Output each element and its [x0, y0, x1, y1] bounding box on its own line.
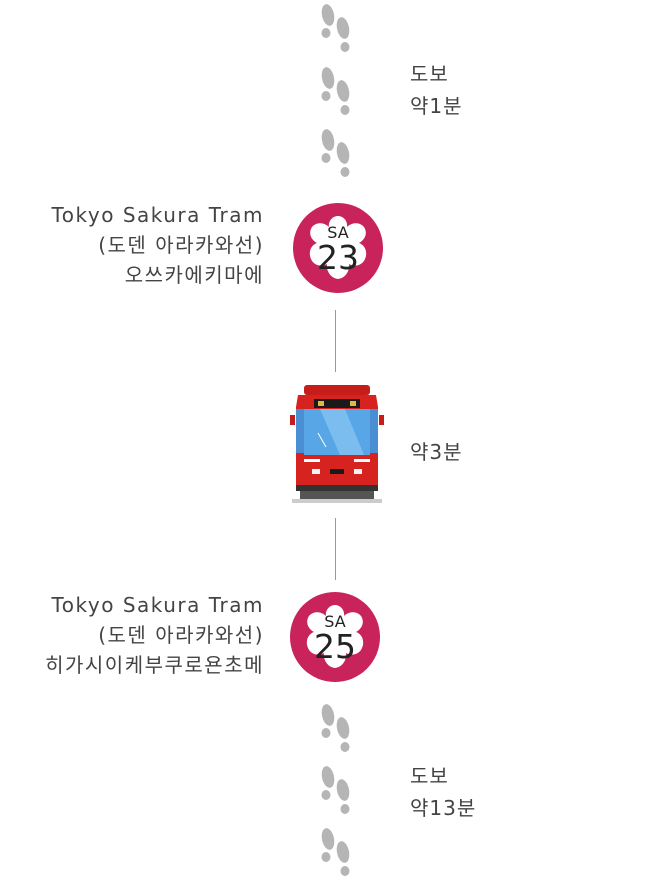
route-line [335, 310, 336, 372]
tram-icon [290, 385, 384, 503]
footprints-icon [319, 65, 352, 115]
station-name: 오쓰카에키마에 [124, 263, 264, 287]
footprints-icon [319, 826, 352, 876]
footprints-icon [319, 702, 352, 752]
badge-number: 23 [317, 238, 359, 277]
walk-time: 약1분 [410, 94, 463, 118]
route-line [335, 518, 336, 580]
badge-number: 25 [314, 627, 356, 666]
line-name-ko: (도덴 아라카와선) [98, 623, 264, 647]
walk-label: 도보 [410, 62, 449, 86]
walk-label: 도보 [410, 764, 449, 788]
line-name-en: Tokyo Sakura Tram [51, 593, 264, 617]
line-name-en: Tokyo Sakura Tram [51, 203, 264, 227]
footprints-icon [319, 127, 352, 177]
walk-duration-bottom: 도보 약13분 [410, 760, 476, 824]
station-info-sa23: Tokyo Sakura Tram (도덴 아라카와선) 오쓰카에키마에 [51, 200, 264, 290]
station-name: 히가시이케부쿠로욘초메 [45, 653, 264, 677]
walk-duration-top: 도보 약1분 [410, 58, 463, 122]
station-badge-sa25: SA 25 [290, 592, 380, 682]
station-info-sa25: Tokyo Sakura Tram (도덴 아라카와선) 히가시이케부쿠로욘초메 [45, 590, 264, 680]
walk-time: 약13분 [410, 796, 477, 820]
station-badge-sa23: SA 23 [293, 203, 383, 293]
footprints-icon [319, 2, 352, 53]
line-name-ko: (도덴 아라카와선) [98, 233, 264, 257]
ride-duration: 약3분 [410, 440, 463, 464]
footprints-icon [319, 764, 352, 814]
badge-prefix: SA [324, 612, 345, 631]
badge-prefix: SA [327, 223, 348, 242]
